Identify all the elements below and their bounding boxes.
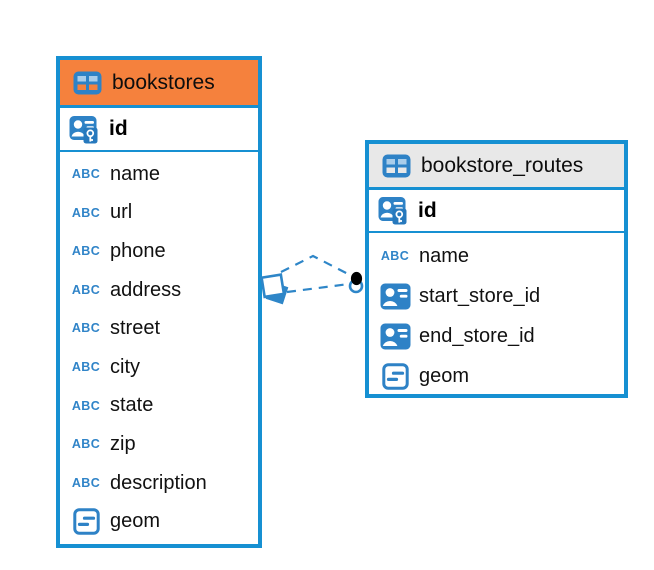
primary-key-icon	[68, 115, 100, 143]
table-icon	[71, 69, 103, 97]
field-label: address	[110, 278, 182, 301]
field-list: ABC name ABC url ABC phone ABC address	[60, 152, 258, 541]
relation-line-upper[interactable]	[280, 254, 351, 276]
table-header[interactable]: bookstores	[60, 60, 258, 108]
abc-icon: ABC	[71, 437, 101, 452]
geometry-icon	[70, 508, 102, 536]
field-label: description	[110, 471, 207, 494]
abc-icon: ABC	[71, 205, 101, 220]
field-label: geom	[110, 510, 161, 533]
field-label: city	[110, 355, 140, 378]
table-header[interactable]: bookstore_routes	[369, 144, 624, 190]
abc-icon: ABC	[380, 248, 410, 263]
abc-icon: ABC	[71, 321, 101, 336]
field-label: state	[110, 394, 154, 417]
field-row[interactable]: ABC url	[60, 194, 258, 233]
field-row[interactable]: ABC phone	[60, 232, 258, 271]
primary-key-row[interactable]: id	[60, 108, 258, 152]
relation-line-lower[interactable]	[286, 282, 350, 294]
field-label: street	[110, 317, 161, 340]
abc-icon: ABC	[71, 167, 101, 182]
abc-icon: ABC	[71, 398, 101, 413]
field-label: id	[109, 117, 128, 140]
abc-icon: ABC	[71, 244, 101, 259]
field-label: phone	[110, 239, 166, 262]
field-label: name	[419, 244, 470, 267]
relation-dot-icon[interactable]	[348, 271, 364, 294]
table-icon	[380, 152, 412, 180]
foreign-key-icon	[379, 282, 411, 310]
abc-icon: ABC	[71, 475, 101, 490]
table-bookstores[interactable]: bookstores id	[56, 56, 262, 548]
field-list: ABC name start_store_id end_store_id geo…	[369, 233, 624, 396]
field-label: end_store_id	[419, 324, 535, 347]
field-row[interactable]: ABC address	[60, 271, 258, 310]
abc-icon: ABC	[71, 282, 101, 297]
abc-icon: ABC	[71, 360, 101, 375]
field-row[interactable]: ABC description	[60, 464, 258, 503]
stacked-squares-icon[interactable]	[260, 273, 289, 305]
field-label: zip	[110, 432, 136, 455]
field-row[interactable]: ABC name	[369, 236, 624, 276]
table-title: bookstores	[112, 70, 215, 94]
field-label: id	[418, 198, 437, 222]
table-title: bookstore_routes	[421, 153, 584, 177]
field-label: geom	[419, 364, 470, 387]
field-row[interactable]: ABC city	[60, 348, 258, 387]
field-row[interactable]: start_store_id	[369, 276, 624, 316]
table-bookstore-routes[interactable]: bookstore_routes id	[365, 140, 628, 398]
field-row[interactable]: ABC name	[60, 155, 258, 194]
field-row[interactable]: ABC state	[60, 387, 258, 426]
field-row[interactable]: geom	[369, 356, 624, 396]
field-label: start_store_id	[419, 284, 541, 307]
field-row[interactable]: ABC street	[60, 309, 258, 348]
field-row[interactable]: ABC zip	[60, 425, 258, 464]
field-row[interactable]: end_store_id	[369, 316, 624, 356]
geometry-icon	[379, 362, 411, 390]
foreign-key-icon	[379, 322, 411, 350]
field-label: name	[110, 162, 161, 185]
primary-key-icon	[377, 197, 409, 225]
primary-key-row[interactable]: id	[369, 190, 624, 233]
field-row[interactable]: geom	[60, 502, 258, 541]
field-label: url	[110, 201, 133, 224]
